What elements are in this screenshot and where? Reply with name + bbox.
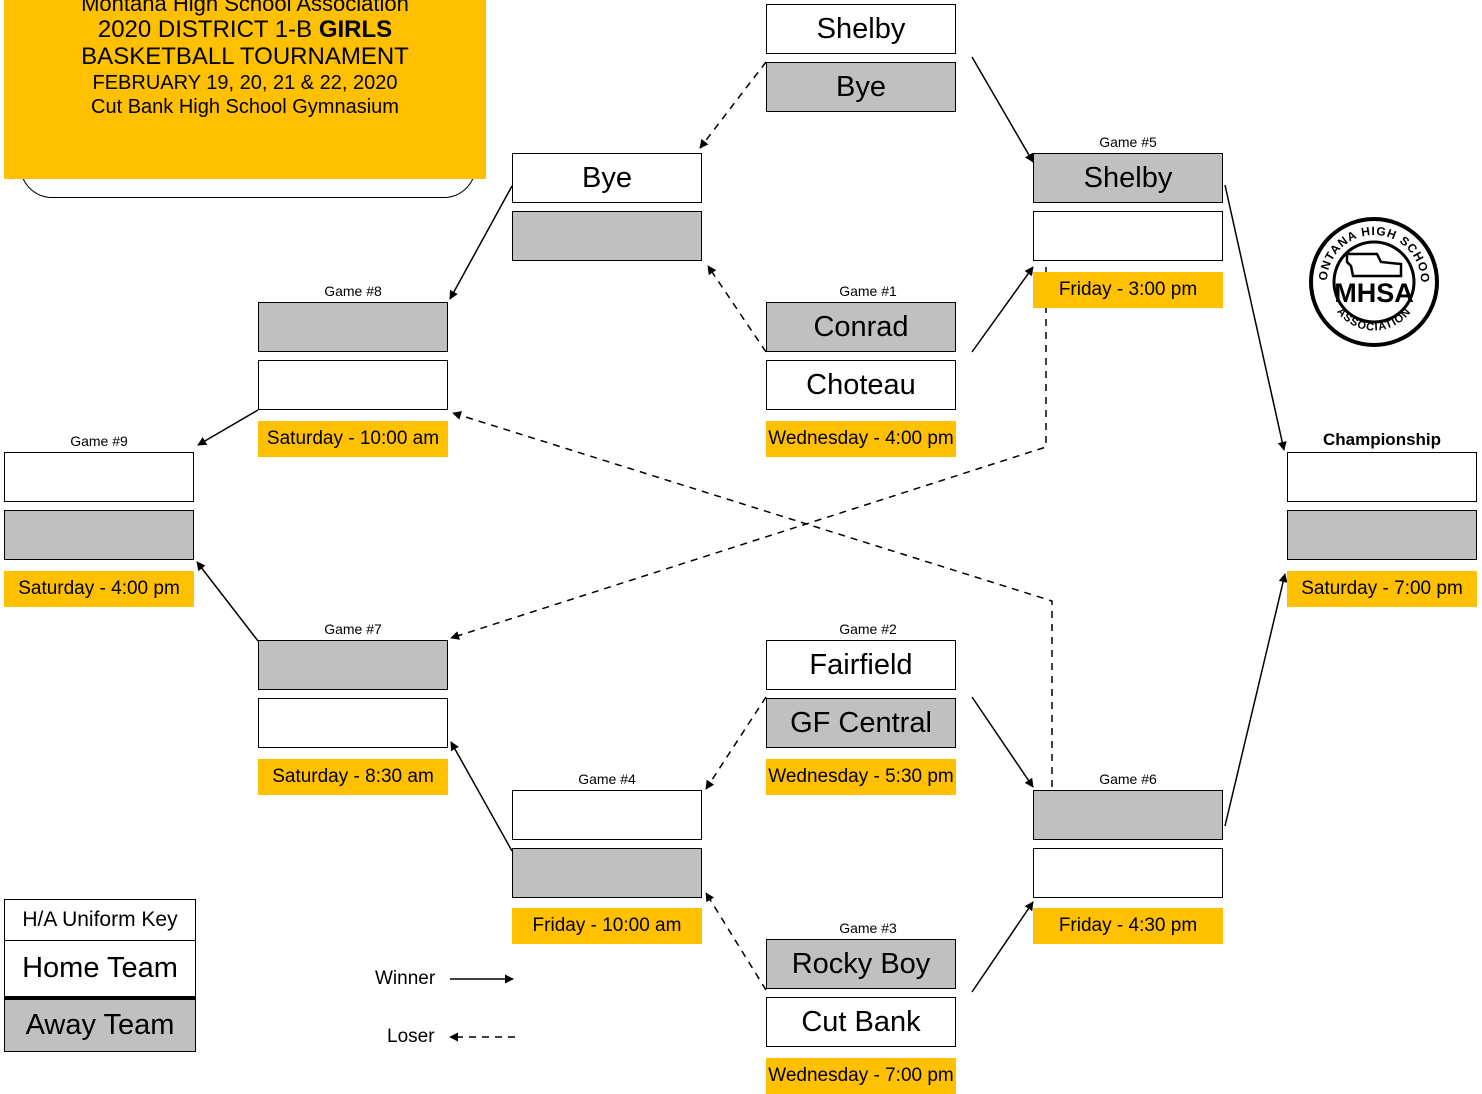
loser-line bbox=[699, 61, 767, 149]
game-9-label: Game #9 bbox=[70, 433, 128, 449]
game-1-away: Conrad bbox=[766, 302, 956, 352]
loser-line bbox=[450, 267, 1047, 640]
winner-line bbox=[196, 561, 259, 642]
winner-line bbox=[450, 741, 513, 852]
bye-slot-home: Bye bbox=[512, 153, 702, 203]
winner-line bbox=[971, 266, 1034, 353]
district-text: 2020 DISTRICT 1-B bbox=[97, 16, 319, 43]
winner-line bbox=[1224, 573, 1288, 827]
winner-line bbox=[197, 409, 259, 446]
tournament-dates: FEBRUARY 19, 20, 21 & 22, 2020 bbox=[92, 72, 398, 94]
game-3-time: Wednesday - 7:00 pm bbox=[766, 1058, 956, 1094]
game-1-home: Choteau bbox=[766, 360, 956, 410]
game-2-away: GF Central bbox=[766, 698, 956, 748]
winner-line bbox=[971, 56, 1034, 163]
championship-time: Saturday - 7:00 pm bbox=[1287, 571, 1477, 607]
loser-line bbox=[705, 892, 767, 991]
game-4-away bbox=[512, 848, 702, 898]
game-7-home bbox=[258, 698, 448, 748]
seed-top-away: Bye bbox=[766, 62, 956, 112]
bye-slot-away bbox=[512, 211, 702, 261]
game-4-time: Friday - 10:00 am bbox=[512, 908, 702, 944]
game-3-home: Cut Bank bbox=[766, 997, 956, 1047]
uniform-key-home: Home Team bbox=[4, 941, 196, 997]
game-5-away: Shelby bbox=[1033, 153, 1223, 203]
game-9-time: Saturday - 4:00 pm bbox=[4, 571, 194, 607]
logo-center-text: MHSA bbox=[1334, 278, 1414, 308]
game-9-away bbox=[4, 510, 194, 560]
game-7-time: Saturday - 8:30 am bbox=[258, 759, 448, 795]
loser-line bbox=[705, 696, 767, 790]
game-5-time: Friday - 3:00 pm bbox=[1033, 272, 1223, 308]
game-4-label: Game #4 bbox=[578, 771, 636, 787]
gender-text: GIRLS bbox=[318, 16, 393, 43]
winner-line bbox=[449, 185, 513, 300]
tournament-venue: Cut Bank High School Gymnasium bbox=[91, 96, 399, 118]
championship-home bbox=[1287, 452, 1477, 502]
game-6-label: Game #6 bbox=[1099, 771, 1157, 787]
game-7-away bbox=[258, 640, 448, 690]
winner-line bbox=[971, 901, 1034, 993]
loser-line bbox=[707, 265, 767, 353]
game-7-label: Game #7 bbox=[324, 621, 382, 637]
association-name: Montana High School Association bbox=[81, 0, 409, 16]
game-8-home bbox=[258, 360, 448, 410]
game-2-time: Wednesday - 5:30 pm bbox=[766, 759, 956, 795]
legend-loser-label: Loser bbox=[387, 1026, 435, 1047]
uniform-key-away: Away Team bbox=[4, 997, 196, 1052]
game-1-time: Wednesday - 4:00 pm bbox=[766, 421, 956, 457]
game-6-home bbox=[1033, 848, 1223, 898]
game-3-label: Game #3 bbox=[839, 920, 897, 936]
game-8-away bbox=[258, 302, 448, 352]
tournament-title: Montana High School Association 2020 DIS… bbox=[4, 0, 486, 179]
game-1-label: Game #1 bbox=[839, 283, 897, 299]
championship-label: Championship bbox=[1322, 430, 1442, 449]
loser-line bbox=[452, 411, 1053, 787]
game-4-home bbox=[512, 790, 702, 840]
championship-away bbox=[1287, 510, 1477, 560]
game-6-away bbox=[1033, 790, 1223, 840]
legend-winner-label: Winner bbox=[375, 968, 436, 989]
game-8-label: Game #8 bbox=[324, 283, 382, 299]
game-3-away: Rocky Boy bbox=[766, 939, 956, 989]
game-9-home bbox=[4, 452, 194, 502]
game-2-label: Game #2 bbox=[839, 621, 897, 637]
winner-line bbox=[971, 696, 1034, 788]
seed-top-home: Shelby bbox=[766, 4, 956, 54]
game-5-label: Game #5 bbox=[1099, 134, 1157, 150]
game-8-time: Saturday - 10:00 am bbox=[258, 421, 448, 457]
game-2-home: Fairfield bbox=[766, 640, 956, 690]
district-line: 2020 DISTRICT 1-B GIRLS bbox=[4, 16, 486, 43]
game-6-time: Friday - 4:30 pm bbox=[1033, 908, 1223, 944]
montana-state-shape bbox=[1345, 252, 1403, 278]
mhsa-logo: MONTANA HIGH SCHOOL MHSA ASSOCIATION bbox=[1307, 210, 1439, 347]
game-5-home bbox=[1033, 211, 1223, 261]
uniform-key-title: H/A Uniform Key bbox=[4, 899, 196, 941]
winner-line bbox=[1224, 184, 1287, 451]
tournament-name: BASKETBALL TOURNAMENT bbox=[81, 43, 409, 70]
